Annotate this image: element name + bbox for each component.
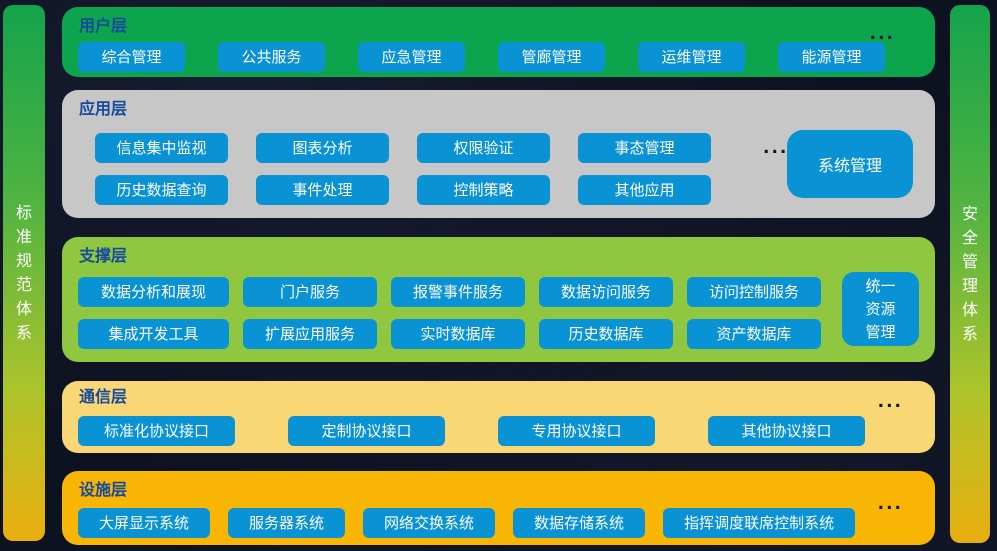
node-application-button[interactable]: 其他应用	[578, 175, 711, 205]
pillar-left-label: 标准规范体系	[15, 203, 32, 342]
layer-application-title: 应用层	[79, 99, 128, 118]
layer-user: 用户层综合管理 公共服务 应急管理 管廊管理 运维管理 能源管理...	[62, 7, 935, 77]
layer-application-rows: 信息集中监视图表分析权限验证事态管理... 历史数据查询事件处理控制策略其他应用	[62, 133, 935, 205]
node-application-side-button[interactable]: 系统管理	[787, 130, 913, 198]
pillar-right-label: 安全管理体系	[961, 204, 978, 343]
layer-support-row: 数据分析和展现门户服务报警事件服务数据访问服务访问控制服务	[78, 277, 935, 307]
node-communication-button[interactable]: 标准化协议接口	[78, 416, 235, 446]
node-user-button[interactable]: 运维管理	[638, 42, 745, 72]
layer-communication: 通信层标准化协议接口 定制协议接口 专用协议接口 其他协议接口...	[62, 381, 935, 453]
layer-user-row: 综合管理 公共服务 应急管理 管廊管理 运维管理 能源管理	[78, 42, 935, 72]
node-support-button[interactable]: 门户服务	[243, 277, 377, 307]
node-support-button[interactable]: 数据访问服务	[539, 277, 673, 307]
node-facility-button[interactable]: 大屏显示系统	[78, 508, 211, 538]
ellipsis-more: ...	[877, 392, 903, 412]
node-support-side-button[interactable]: 统一资源管理	[842, 272, 919, 346]
ellipsis-more: ...	[877, 494, 903, 514]
layer-facility-title: 设施层	[79, 480, 128, 499]
layer-application-row: 历史数据查询事件处理控制策略其他应用	[95, 175, 935, 205]
node-user-button[interactable]: 公共服务	[218, 42, 325, 72]
node-support-button[interactable]: 集成开发工具	[78, 319, 229, 349]
node-application-button[interactable]: 控制策略	[417, 175, 550, 205]
node-user-button[interactable]: 综合管理	[78, 42, 185, 72]
node-application-button[interactable]: 图表分析	[256, 133, 389, 163]
layer-communication-row: 标准化协议接口 定制协议接口 专用协议接口 其他协议接口	[78, 416, 935, 446]
node-application-button[interactable]: 历史数据查询	[95, 175, 228, 205]
node-communication-button[interactable]: 定制协议接口	[288, 416, 445, 446]
layer-user-rows: 综合管理 公共服务 应急管理 管廊管理 运维管理 能源管理	[62, 42, 935, 72]
node-communication-button[interactable]: 其他协议接口	[708, 416, 865, 446]
node-communication-button[interactable]: 专用协议接口	[498, 416, 655, 446]
layer-support: 支撑层数据分析和展现门户服务报警事件服务数据访问服务访问控制服务集成开发工具扩展…	[62, 237, 935, 362]
layer-support-rows: 数据分析和展现门户服务报警事件服务数据访问服务访问控制服务集成开发工具扩展应用服…	[62, 277, 935, 349]
layer-facility-row: 大屏显示系统服务器系统网络交换系统数据存储系统指挥调度联席控制系统	[78, 508, 935, 538]
pillar-security-system: 安全管理体系	[950, 5, 990, 543]
layer-facility-rows: 大屏显示系统服务器系统网络交换系统数据存储系统指挥调度联席控制系统	[62, 508, 935, 538]
ellipsis-more: ...	[763, 138, 789, 158]
layer-communication-rows: 标准化协议接口 定制协议接口 专用协议接口 其他协议接口	[62, 416, 935, 446]
node-facility-button[interactable]: 网络交换系统	[363, 508, 496, 538]
layer-support-title: 支撑层	[79, 246, 128, 265]
node-application-button[interactable]: 事件处理	[256, 175, 389, 205]
node-support-button[interactable]: 数据分析和展现	[78, 277, 229, 307]
layer-application-row: 信息集中监视图表分析权限验证事态管理...	[95, 133, 935, 163]
ellipsis-more: ...	[869, 24, 895, 44]
node-support-button[interactable]: 报警事件服务	[391, 277, 525, 307]
node-application-button[interactable]: 权限验证	[417, 133, 550, 163]
node-application-button[interactable]: 事态管理	[578, 133, 711, 163]
layer-application: 应用层信息集中监视图表分析权限验证事态管理... 历史数据查询事件处理控制策略其他…	[62, 90, 935, 218]
layer-user-title: 用户层	[79, 16, 128, 35]
layer-facility: 设施层大屏显示系统服务器系统网络交换系统数据存储系统指挥调度联席控制系统...	[62, 471, 935, 545]
node-facility-button[interactable]: 服务器系统	[228, 508, 346, 538]
node-support-button[interactable]: 资产数据库	[687, 319, 821, 349]
node-user-button[interactable]: 能源管理	[778, 42, 885, 72]
node-support-button[interactable]: 访问控制服务	[687, 277, 821, 307]
node-support-button[interactable]: 扩展应用服务	[243, 319, 377, 349]
node-user-button[interactable]: 应急管理	[358, 42, 465, 72]
node-application-button[interactable]: 信息集中监视	[95, 133, 228, 163]
pillar-standards-system: 标准规范体系	[3, 5, 45, 541]
layer-support-row: 集成开发工具扩展应用服务实时数据库历史数据库资产数据库	[78, 319, 935, 349]
node-user-button[interactable]: 管廊管理	[498, 42, 605, 72]
layer-communication-title: 通信层	[79, 387, 128, 406]
node-facility-button[interactable]: 数据存储系统	[513, 508, 646, 538]
node-support-button[interactable]: 历史数据库	[539, 319, 673, 349]
node-support-button[interactable]: 实时数据库	[391, 319, 525, 349]
node-facility-button[interactable]: 指挥调度联席控制系统	[663, 508, 856, 538]
